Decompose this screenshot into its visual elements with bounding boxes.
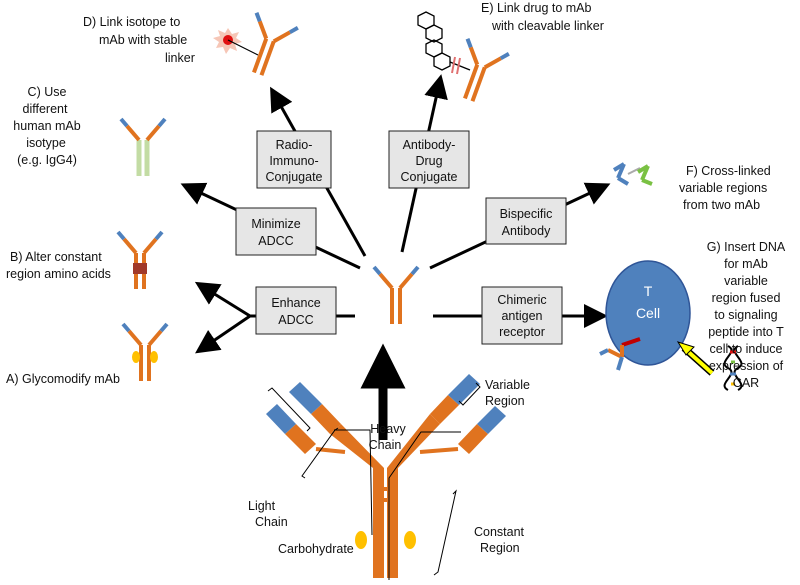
central-antibody-icon <box>372 265 420 324</box>
label-d: D) Link isotope to mAb with stable linke… <box>83 15 195 65</box>
svg-text:ADCC: ADCC <box>278 313 313 327</box>
svg-text:Antibody: Antibody <box>502 224 551 238</box>
radioconjugate-icon <box>213 12 299 76</box>
car-receptor-icon <box>599 337 641 371</box>
svg-text:Cell: Cell <box>636 305 660 321</box>
svg-text:B) Alter constant: B) Alter constant <box>10 250 102 264</box>
svg-text:Chain: Chain <box>255 515 288 529</box>
svg-text:Enhance: Enhance <box>271 296 320 310</box>
svg-text:F) Cross-linked: F) Cross-linked <box>686 164 771 178</box>
svg-text:peptide into T: peptide into T <box>708 325 784 339</box>
label-c: C) Use different human mAb isotype (e.g.… <box>13 85 80 167</box>
svg-text:Immuno-: Immuno- <box>269 154 318 168</box>
constant-region-label: Constant <box>474 525 525 539</box>
svg-text:different: different <box>23 102 68 116</box>
svg-text:from two mAb: from two mAb <box>683 198 760 212</box>
svg-text:Bispecific: Bispecific <box>500 207 553 221</box>
svg-text:C) Use: C) Use <box>28 85 67 99</box>
box-minimize-adcc: Minimize ADCC <box>235 207 317 256</box>
svg-text:cell to induce: cell to induce <box>710 342 783 356</box>
drug-conjugate-icon <box>417 11 510 102</box>
svg-text:isotype: isotype <box>26 136 66 150</box>
crosslinked-variable-regions-icon <box>612 162 653 186</box>
variable-region-label: Variable <box>485 378 530 392</box>
svg-text:Region: Region <box>480 541 520 555</box>
svg-text:Chimeric: Chimeric <box>497 293 546 307</box>
t-cell: T Cell <box>605 260 691 366</box>
svg-text:region fused: region fused <box>712 291 781 305</box>
svg-text:Conjugate: Conjugate <box>266 170 323 184</box>
dna-insert-arrow <box>676 341 715 376</box>
svg-text:for mAb: for mAb <box>724 257 768 271</box>
svg-text:mAb with stable: mAb with stable <box>99 33 187 47</box>
mutated-antibody-icon <box>116 230 164 289</box>
svg-text:Minimize: Minimize <box>251 217 300 231</box>
svg-text:receptor: receptor <box>499 325 545 339</box>
svg-text:to signaling: to signaling <box>714 308 777 322</box>
svg-text:Drug: Drug <box>415 154 442 168</box>
carbohydrate-icons <box>355 531 416 549</box>
label-g: G) Insert DNA for mAb variable region fu… <box>707 240 786 390</box>
svg-text:T: T <box>644 283 653 299</box>
isotype-antibody-icon <box>119 117 167 176</box>
svg-text:CAR: CAR <box>733 376 759 390</box>
svg-text:G) Insert DNA: G) Insert DNA <box>707 240 786 254</box>
label-f: F) Cross-linked variable regions from tw… <box>679 164 771 212</box>
region-brackets <box>267 382 481 580</box>
svg-text:A) Glycomodify mAb: A) Glycomodify mAb <box>6 372 120 386</box>
light-chain-label: Light <box>248 499 276 513</box>
box-antibody-drug-conjugate: Antibody- Drug Conjugate <box>388 130 470 189</box>
svg-text:variable regions: variable regions <box>679 181 767 195</box>
svg-text:Radio-: Radio- <box>276 138 313 152</box>
svg-text:E) Link drug to mAb: E) Link drug to mAb <box>481 1 592 15</box>
glycomodified-antibody-icon <box>121 322 169 381</box>
arrow-enhance-up <box>194 281 251 318</box>
svg-text:(e.g. IgG4): (e.g. IgG4) <box>17 153 77 167</box>
dna-helix-icon <box>723 345 743 391</box>
arrow-enhance-down <box>195 314 251 354</box>
svg-text:variable: variable <box>724 274 768 288</box>
svg-text:Chain: Chain <box>369 438 402 452</box>
carbohydrate-label: Carbohydrate <box>278 542 354 556</box>
svg-text:expression of: expression of <box>709 359 784 373</box>
box-chimeric-antigen-receptor: Chimeric antigen receptor <box>481 286 563 345</box>
svg-text:D) Link isotope to: D) Link isotope to <box>83 15 180 29</box>
label-b: B) Alter constant region amino acids <box>6 250 111 281</box>
box-radio-immuno-conjugate: Radio- Immuno- Conjugate <box>256 130 332 189</box>
box-enhance-adcc: Enhance ADCC <box>255 286 337 335</box>
label-a: A) Glycomodify mAb <box>6 372 120 386</box>
label-e: E) Link drug to mAb with cleavable linke… <box>481 1 604 33</box>
svg-text:human mAb: human mAb <box>13 119 80 133</box>
svg-text:Antibody-: Antibody- <box>403 138 456 152</box>
svg-text:Conjugate: Conjugate <box>401 170 458 184</box>
heavy-chain-label: Heavy <box>370 422 406 436</box>
svg-text:linker: linker <box>165 51 195 65</box>
box-bispecific-antibody: Bispecific Antibody <box>485 197 567 245</box>
svg-text:ADCC: ADCC <box>258 234 293 248</box>
svg-text:with cleavable linker: with cleavable linker <box>491 19 604 33</box>
svg-text:region amino acids: region amino acids <box>6 267 111 281</box>
svg-text:antigen: antigen <box>501 309 542 323</box>
antibody-structure: Heavy Chain Variable Region Light Chain … <box>248 374 530 580</box>
svg-text:Region: Region <box>485 394 525 408</box>
